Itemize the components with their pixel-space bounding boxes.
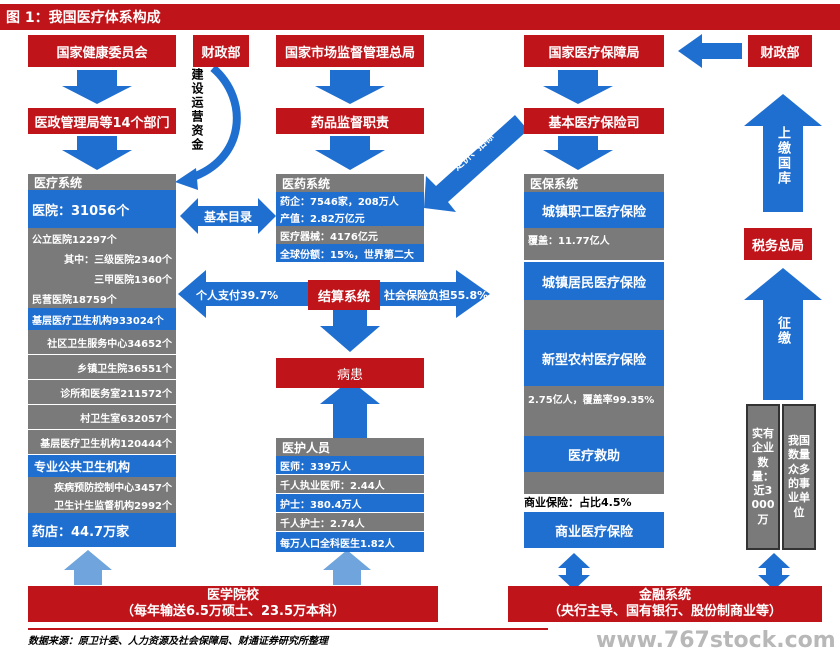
global-share: 全球份额：15%，世界第二大 (276, 244, 424, 262)
community-centers: 社区卫生服务中心34652个 (28, 330, 176, 355)
tertiary-hospitals: 其中：三级医院2340个 (64, 254, 172, 266)
levy-label: 征缴 (775, 316, 790, 346)
finance-title: 金融系统 (638, 588, 691, 603)
treasury-label: 上缴国库 (775, 126, 790, 186)
nurses: 护士：380.4万人 (276, 494, 424, 513)
basic-insurance-dept-box: 基本医疗保险司 (524, 108, 664, 134)
pharma-companies: 药企：7546家，208万人 (280, 197, 399, 208)
cdc-count: 疾病预防控制中心3457个 (54, 482, 172, 494)
pharmacy-count: 药店：44.7万家 (28, 513, 176, 547)
commercial-share: 商业保险：占比4.5% (524, 496, 632, 509)
tax-bureau-box: 税务总局 (744, 228, 812, 260)
primary-breakdown: 社区卫生服务中心34652个 乡镇卫生院36551个 诊所和医务室211572个… (28, 330, 176, 454)
medical-aid: 医疗救助 (524, 436, 664, 472)
watermark: www.767stock.com (596, 628, 836, 653)
hospital-breakdown: 公立医院12297个 其中：三级医院2340个 三甲医院1360个 民营医院18… (28, 228, 176, 308)
coverage: 覆盖：11.77亿人 (524, 228, 664, 260)
nhc-box: 国家健康委员会 (28, 35, 176, 67)
enterprises-box: 实有企业数量：近3000万 (746, 404, 780, 550)
pharma-header: 医药系统 (276, 174, 424, 192)
samr-box: 国家市场监督管理总局 (276, 35, 424, 67)
insurance-header: 医保系统 (524, 174, 664, 192)
insurance-gap-2 (524, 410, 664, 436)
township-clinics: 乡镇卫生院36551个 (28, 355, 176, 380)
medical-schools-title: 医学院校 (206, 588, 259, 603)
capital-label: 建设运营资金 (190, 68, 204, 152)
rural-insurance: 新型农村医疗保险 (524, 330, 664, 386)
urban-resident-insurance: 城镇居民医疗保险 (524, 262, 664, 300)
pharma-company-box: 药企：7546家，208万人 产值：2.82万亿元 (276, 192, 424, 226)
source-note: 数据来源：原卫计委、人力资源及社会保障局、财通证券研究所整理 (28, 628, 548, 647)
finance-sub: （央行主导、国有银行、股份制商业等） (547, 604, 782, 619)
hospitals-count: 医院：31056个 (28, 190, 176, 228)
bureau-box: 医政管理局等14个部门 (28, 108, 176, 134)
public-health-breakdown: 疾病预防控制中心3457个 卫生计生监督机构2992个 (28, 477, 176, 513)
patient-box: 病患 (276, 358, 424, 388)
settlement-box: 结算系统 (308, 280, 380, 310)
nurses-per-thousand: 千人护士：2.74人 (276, 513, 424, 532)
doctors: 医师：339万人 (276, 456, 424, 475)
general-practitioners: 每万人口全科医生1.82人 (276, 532, 424, 552)
finance-box: 金融系统 （央行主导、国有银行、股份制商业等） (508, 586, 822, 622)
nhsa-box: 国家医疗保障局 (524, 35, 664, 67)
mof-box-2: 财政部 (748, 35, 812, 67)
mof-box: 财政部 (193, 35, 249, 67)
urban-employee-insurance: 城镇职工医疗保险 (524, 192, 664, 228)
rural-coverage: 2.75亿人，覆盖率99.35% (524, 386, 664, 410)
drug-supervision-box: 药品监督职责 (276, 108, 424, 134)
clinics: 诊所和医务室211572个 (28, 380, 176, 405)
institutions-box: 我国数量众多的事业单位 (782, 404, 816, 550)
public-hospitals: 公立医院12297个 (32, 234, 117, 246)
social-insurance-label: 社会保险负担55.8% (384, 289, 489, 302)
public-health-institutions: 专业公共卫生机构 (28, 455, 176, 477)
medical-devices: 医疗器械：4176亿元 (276, 226, 424, 244)
private-hospitals: 民营医院18759个 (32, 294, 117, 306)
primary-institutions-2: 基层医疗卫生机构120444个 (40, 438, 172, 450)
supervision-count: 卫生计生监督机构2992个 (54, 500, 172, 512)
figure-title: 图 1：我国医疗体系构成 (0, 4, 840, 30)
insurance-gap (524, 300, 664, 330)
self-pay-label: 个人支付39.7% (196, 289, 279, 302)
staff-list: 医师：339万人 千人执业医师：2.44人 护士：380.4万人 千人护士：2.… (276, 456, 424, 552)
medical-schools-box: 医学院校 （每年输送6.5万硕士、23.5万本科） (28, 586, 438, 622)
village-clinics: 村卫生室632057个 (28, 405, 176, 430)
doctors-per-thousand: 千人执业医师：2.44人 (276, 475, 424, 494)
medical-header: 医疗系统 (28, 174, 176, 190)
pharma-output: 产值：2.82万亿元 (280, 214, 365, 225)
primary-institutions: 基层医疗卫生机构933024个 (28, 308, 176, 330)
grade-a3-hospitals: 三甲医院1360个 (94, 274, 172, 286)
commercial-insurance: 商业医疗保险 (524, 512, 664, 548)
insurance-gap-3 (524, 472, 664, 494)
medical-schools-sub: （每年输送6.5万硕士、23.5万本科） (120, 604, 346, 619)
staff-header: 医护人员 (276, 438, 424, 456)
catalog-label: 基本目录 (203, 210, 252, 224)
transfer-label (698, 44, 738, 58)
